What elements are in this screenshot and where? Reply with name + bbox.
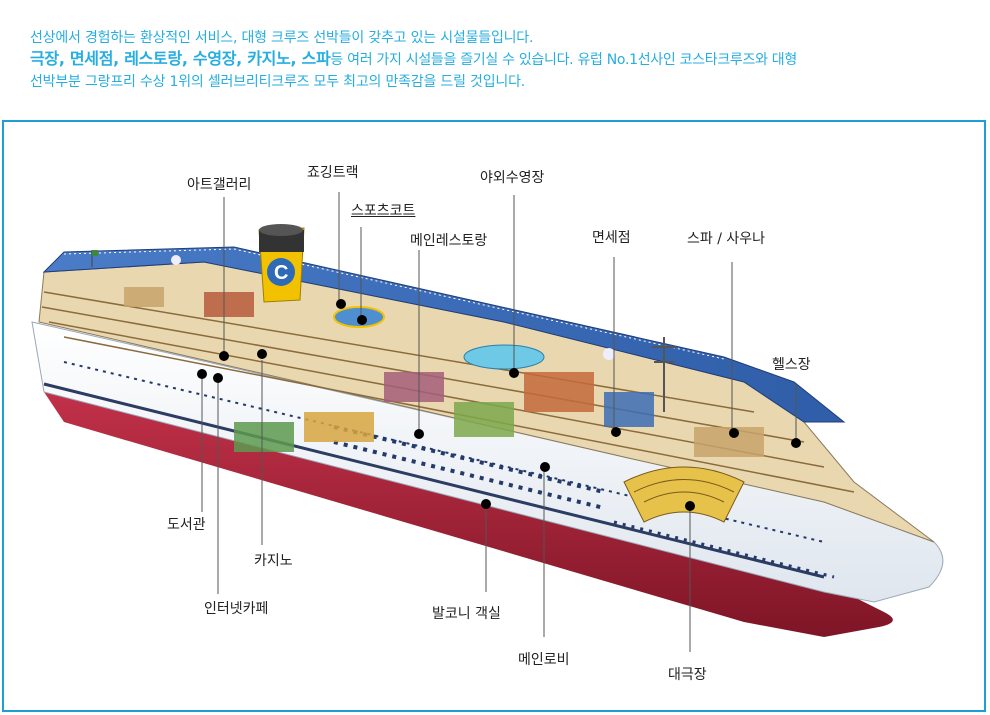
label-duty-free: 면세점 xyxy=(592,230,631,246)
intro-facilities-highlight: 극장, 면세점, 레스토랑, 수영장, 카지노, 스파 xyxy=(30,49,331,68)
hull-red xyxy=(44,392,893,637)
label-main-lobby: 메인로비 xyxy=(518,652,570,668)
ship-funnel xyxy=(258,224,305,303)
intro-line-1: 선상에서 경험하는 환상적인 서비스, 대형 크루즈 선박들이 갖추고 있는 시… xyxy=(30,30,534,46)
cruise-ship-cutaway: C xyxy=(31,192,944,652)
label-art-gallery: 아트갤러리 xyxy=(187,177,252,193)
intro-text: 선상에서 경험하는 환상적인 서비스, 대형 크루즈 선박들이 갖추고 있는 시… xyxy=(30,28,980,93)
ship-diagram-panel: C xyxy=(2,120,986,712)
pool-water xyxy=(463,344,545,370)
label-jogging-track: 죠깅트랙 xyxy=(307,165,359,181)
label-spa-sauna: 스파 / 사우나 xyxy=(687,231,766,247)
label-balcony-cabin: 발코니 객실 xyxy=(432,606,501,622)
waterline-stripe xyxy=(43,382,825,579)
flag-cloth xyxy=(92,250,98,256)
intro-line-3: 선박부분 그랑프리 수상 1위의 셀러브리티크루즈 모두 최고의 만족감을 드릴… xyxy=(30,74,526,90)
theater-graphic xyxy=(623,466,745,523)
label-main-restaurant: 메인레스토랑 xyxy=(410,233,488,249)
facility-markers xyxy=(197,299,801,511)
leader-lines xyxy=(201,192,797,652)
label-health-club: 헬스장 xyxy=(772,357,811,373)
aft-mast xyxy=(652,337,676,412)
intro-line-2-rest: 등 여러 가지 시설들을 즐기실 수 있습니다. 유럽 No.1선사인 코스타크… xyxy=(330,52,797,68)
label-outdoor-pool: 야외수영장 xyxy=(480,170,545,186)
label-internet-cafe: 인터넷카페 xyxy=(204,601,269,617)
label-library: 도서관 xyxy=(167,517,206,533)
top-deck xyxy=(42,246,846,423)
label-theater: 대극장 xyxy=(668,667,707,683)
radar-dome xyxy=(171,255,181,265)
label-sports-court: 스포츠코트 xyxy=(351,203,416,219)
upper-deck-rails xyxy=(63,248,725,360)
radar-dome-2 xyxy=(603,348,615,360)
intro-line-2: 극장, 면세점, 레스토랑, 수영장, 카지노, 스파등 여러 가지 시설들을 … xyxy=(30,48,980,71)
label-casino: 카지노 xyxy=(254,553,293,569)
funnel-logo: C xyxy=(274,262,288,284)
rooms xyxy=(124,287,764,457)
